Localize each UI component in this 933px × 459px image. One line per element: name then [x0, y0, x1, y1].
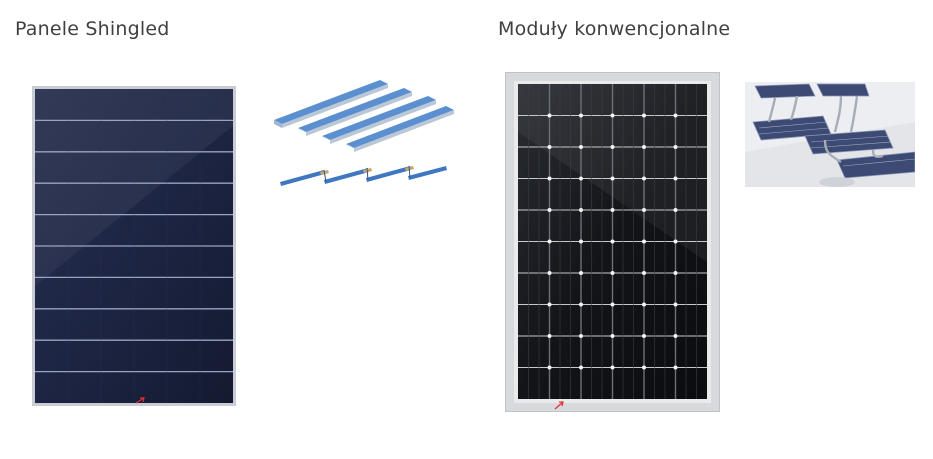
section-title-shingled: Panele Shingled: [15, 18, 170, 40]
shingled-strips-image: [268, 76, 458, 196]
section-title-conventional: Moduły konwencjonalne: [498, 18, 731, 40]
shingled-panel-image: [32, 86, 236, 406]
conventional-ribbons-image: [745, 82, 915, 187]
conventional-panel-image: [505, 72, 720, 412]
